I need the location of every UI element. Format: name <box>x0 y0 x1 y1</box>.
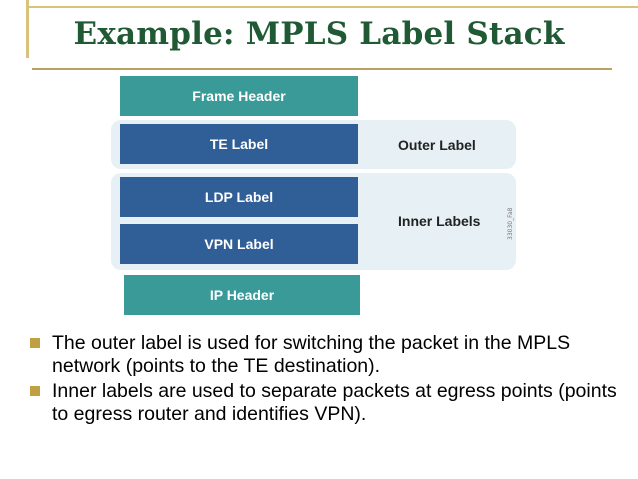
bullet-item: The outer label is used for switching th… <box>30 332 630 378</box>
vpn-label-box: VPN Label <box>120 224 358 264</box>
frame-header-box: Frame Header <box>120 76 358 116</box>
figure-code: 33030_Fa8 <box>507 207 514 240</box>
ip-header-box: IP Header <box>124 275 360 315</box>
slide-title: Example: MPLS Label Stack <box>73 16 565 52</box>
square-bullet-icon <box>30 338 40 348</box>
decorative-top-line <box>26 6 638 8</box>
decorative-vertical-line <box>26 0 29 58</box>
bullet-text: The outer label is used for switching th… <box>52 332 571 377</box>
ldp-label-box: LDP Label <box>120 177 358 217</box>
square-bullet-icon <box>30 386 40 396</box>
bullet-item: Inner labels are used to separate packet… <box>30 380 630 426</box>
bullet-list: The outer label is used for switching th… <box>30 332 630 428</box>
inner-labels-text: Inner Labels <box>398 213 481 229</box>
outer-label-text: Outer Label <box>398 137 476 153</box>
title-underline <box>32 68 612 70</box>
te-label-box: TE Label <box>120 124 358 164</box>
bullet-text: Inner labels are used to separate packet… <box>52 380 617 425</box>
